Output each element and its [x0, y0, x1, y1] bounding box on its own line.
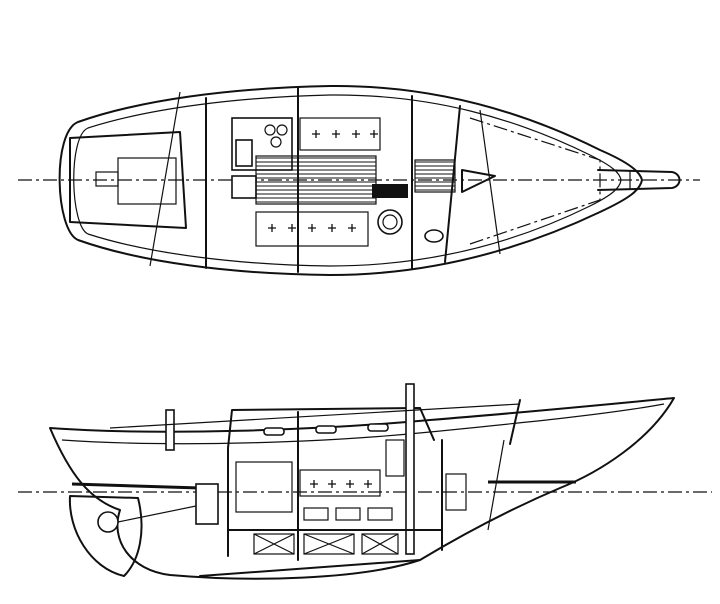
plan-stove-burner [276, 124, 288, 136]
plan-cockpit-well [69, 131, 187, 229]
plan-head-sole [414, 159, 456, 193]
profile-drawer [367, 507, 393, 521]
profile-cabin-trunk [227, 407, 435, 449]
profile-boot-stripe [71, 482, 201, 490]
accommodation-plan-view [18, 84, 700, 276]
profile-galley-cabinet [235, 461, 293, 513]
plan-settee-starboard [299, 117, 381, 151]
plan-stove-burner [270, 136, 282, 148]
plan-v-berth-outline [469, 117, 601, 245]
plan-deck-inner-line [73, 94, 622, 267]
profile-lifeline [109, 403, 521, 429]
profile-pulpit [509, 399, 521, 445]
plan-chart-table [231, 175, 257, 199]
profile-hanging-locker [445, 473, 467, 511]
profile-portlight [367, 423, 389, 432]
profile-settee-back [299, 469, 381, 497]
profile-sheer-line [61, 403, 665, 445]
profile-locker [385, 439, 405, 477]
profile-hull-outline [49, 397, 675, 580]
plan-chainplate [479, 109, 501, 255]
plan-stove-burner [264, 124, 276, 136]
plan-head-toilet [377, 209, 403, 235]
plan-mast-step [372, 184, 408, 198]
profile-portlight [263, 427, 285, 436]
profile-drawer [335, 507, 361, 521]
plan-tiller [95, 171, 119, 187]
profile-stern-stanchion [165, 409, 175, 451]
plan-head-basin [424, 229, 444, 243]
profile-portlight [315, 425, 337, 434]
plan-settee-port [255, 211, 369, 247]
inboard-profile-view [18, 383, 712, 580]
plan-hull-outline [58, 84, 643, 276]
plan-head-toilet-seat [382, 214, 398, 230]
profile-drawer [303, 507, 329, 521]
plan-chainplate [149, 91, 181, 267]
plan-v-berth [461, 169, 496, 193]
profile-forepeak-bulkhead [487, 439, 505, 531]
profile-shaft [117, 505, 197, 523]
profile-propeller [97, 511, 119, 533]
plan-sink [235, 139, 253, 167]
plan-bowsprit [597, 169, 681, 191]
profile-mast [405, 383, 415, 555]
profile-engine [195, 483, 219, 525]
plan-cabin-sole [255, 155, 377, 205]
profile-tank-boxes [253, 533, 399, 555]
profile-rudder [68, 495, 143, 577]
plan-cushion-marks [268, 130, 378, 232]
profile-cushion-marks [310, 480, 372, 488]
profile-keel-line [199, 559, 421, 577]
